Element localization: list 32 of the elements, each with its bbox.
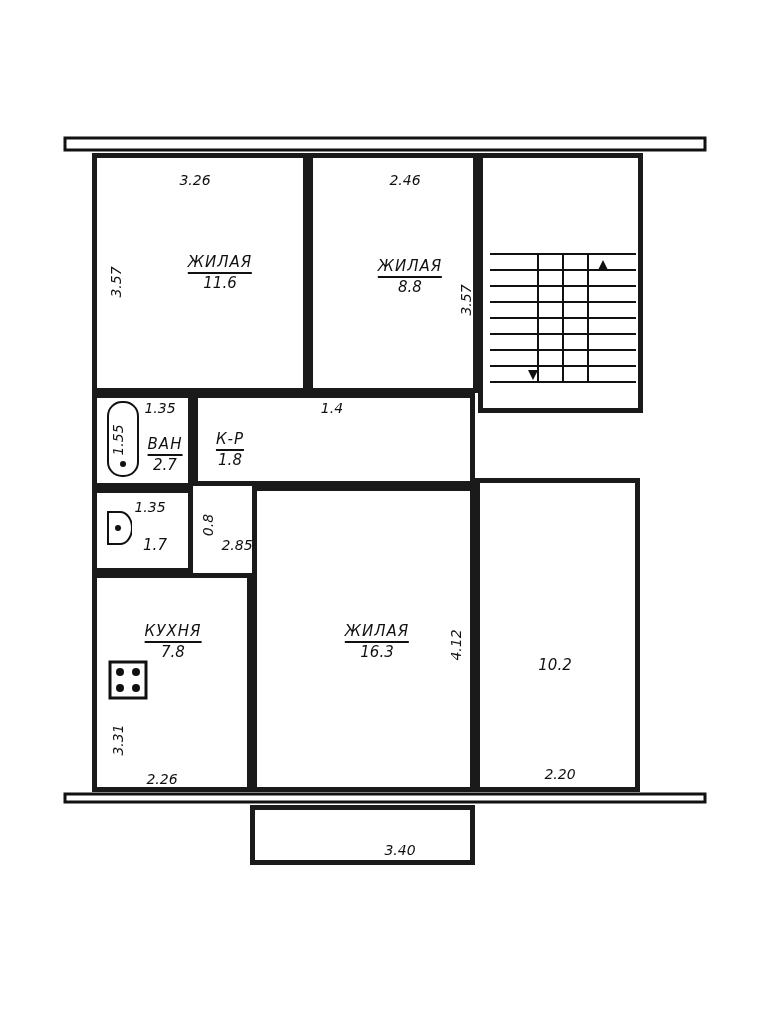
- room-name: ЖИЛАЯ: [344, 622, 410, 643]
- dimension-label: 2.26: [146, 771, 178, 787]
- dimension-label: 3.40: [384, 842, 416, 858]
- dimension-label: 3.31: [110, 724, 126, 756]
- dimension-label: 3.57: [458, 284, 474, 316]
- balcony-outline: [250, 805, 475, 865]
- dimension-label: 3.26: [179, 172, 211, 188]
- dimension-label: 1.35: [134, 499, 166, 515]
- dimension-label: 4.12: [448, 629, 464, 661]
- room-name: КУХНЯ: [144, 622, 202, 643]
- room-name: ЖИЛАЯ: [377, 257, 443, 278]
- dimension-label: 1.35: [144, 400, 176, 416]
- room-area: 1.8: [215, 451, 245, 470]
- room-area: 16.3: [344, 643, 410, 662]
- dimension-label: 1.55: [110, 424, 126, 456]
- room-area: 1.7: [143, 535, 167, 555]
- room-area: 2.7: [147, 456, 183, 475]
- room-area: 10.2: [538, 655, 572, 675]
- dimension-label: 0.8: [200, 513, 216, 537]
- dimension-label: 1.4: [320, 400, 344, 416]
- dimension-label: 2.85: [221, 537, 253, 553]
- room-name: ЖИЛАЯ: [187, 253, 253, 274]
- room-name: ВАН: [147, 435, 183, 456]
- room-area: 7.8: [144, 643, 202, 662]
- dimension-label: 2.46: [389, 172, 421, 188]
- room-area: 8.8: [377, 278, 443, 297]
- room-area: 11.6: [187, 274, 253, 293]
- stairwell-outline: [478, 153, 643, 413]
- dimension-label: 3.57: [108, 266, 124, 298]
- room-name: К-Р: [215, 430, 245, 451]
- room-outline: [475, 478, 640, 792]
- dimension-label: 2.20: [544, 766, 576, 782]
